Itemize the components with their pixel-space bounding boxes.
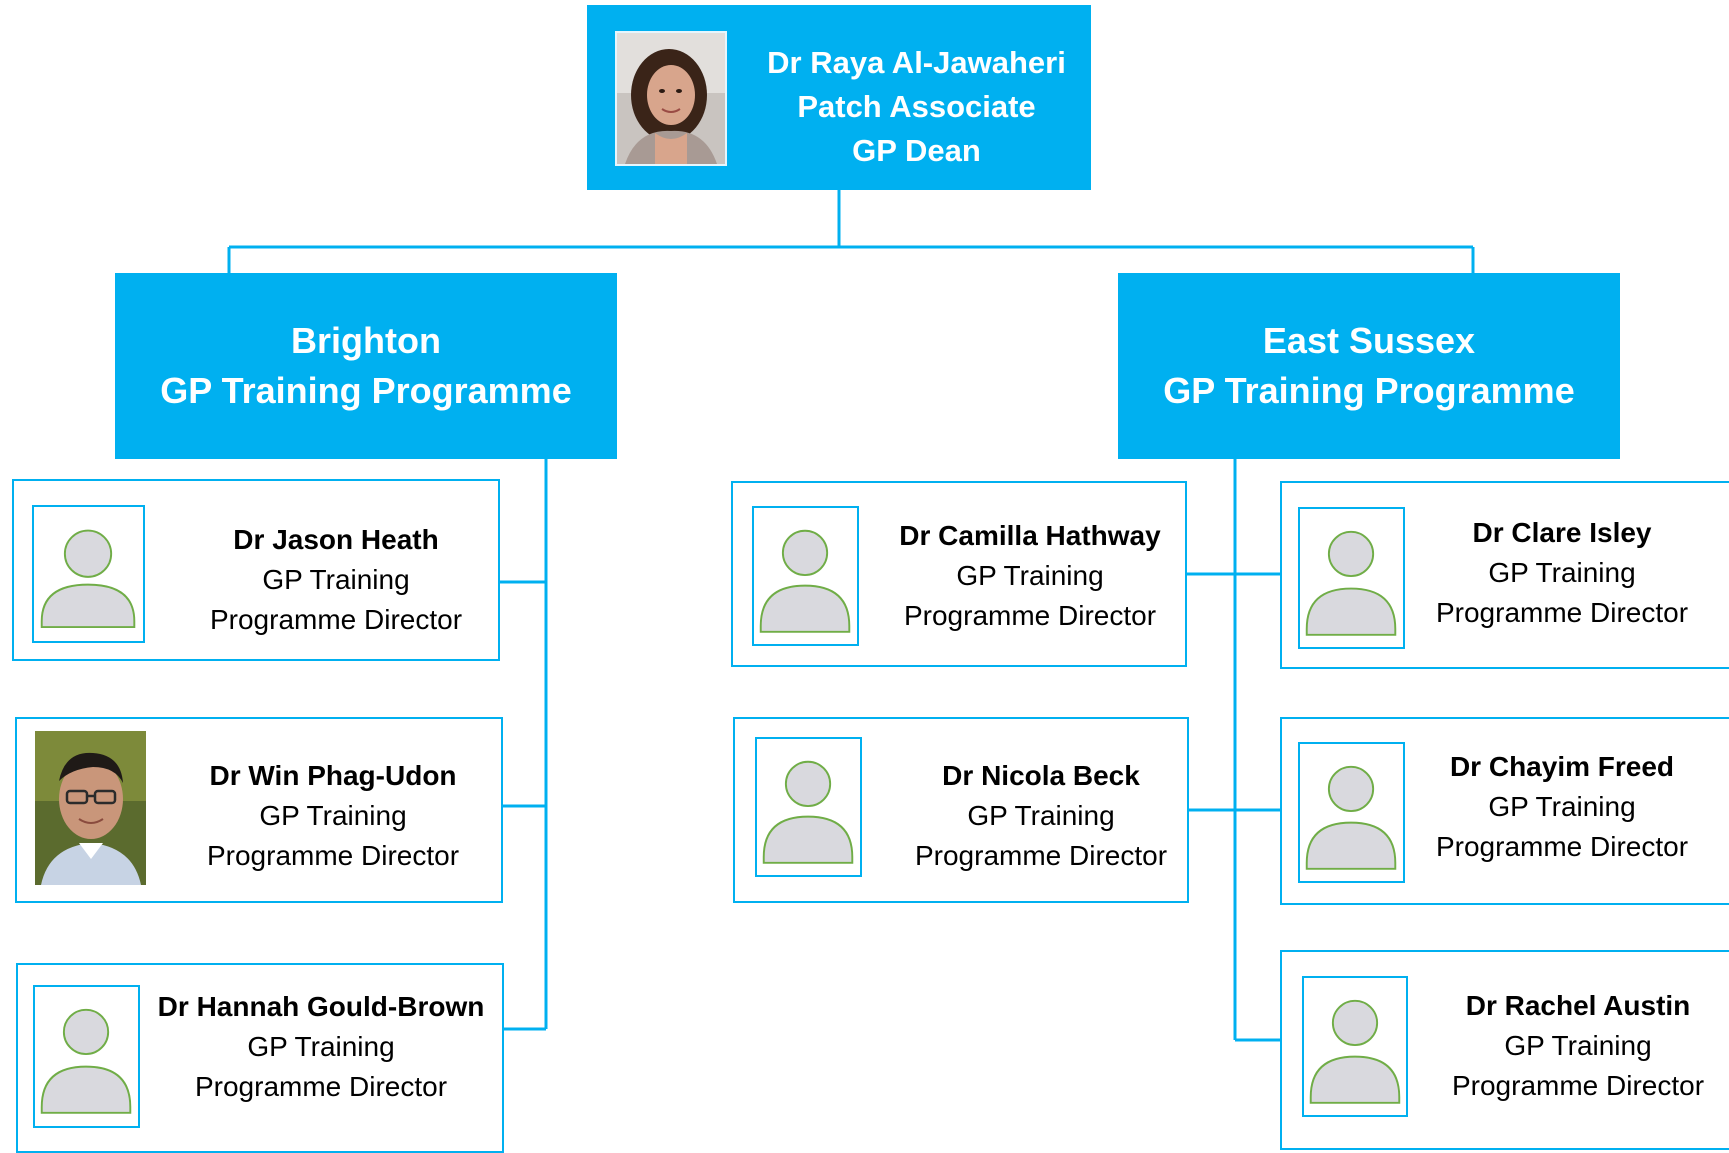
director-role-line2: Programme Director [206,840,460,871]
east-sussex-programme-subtitle: GP Training Programme [1163,370,1575,411]
director-role-line2: Programme Director [1435,597,1689,628]
director-role-line2: Programme Director [903,600,1157,631]
director-card-chayim-freed: Dr Chayim Freed GP Training Programme Di… [1280,717,1729,905]
director-card-camilla-hathway: Dr Camilla Hathway GP Training Programme… [731,481,1187,667]
director-card-clare-isley: Dr Clare Isley GP Training Programme Dir… [1280,481,1729,669]
director-role-line1: GP Training [1504,1030,1652,1061]
director-role-line2: Programme Director [209,604,463,635]
avatar-placeholder-icon [1302,976,1408,1117]
dean-role-line1: Patch Associate [797,89,1036,124]
director-role-line1: GP Training [259,800,407,831]
director-role-line2: Programme Director [914,840,1168,871]
director-role-line1: GP Training [1488,791,1636,822]
avatar-placeholder-icon [1298,742,1405,883]
director-role-line2: Programme Director [194,1071,448,1102]
director-name: Dr Chayim Freed [1449,751,1675,782]
avatar-placeholder-icon [755,737,862,877]
brighton-programme-subtitle: GP Training Programme [160,370,572,411]
director-info: Dr Win Phag-Udon GP Training Programme D… [177,756,489,876]
director-role-line2: Programme Director [1451,1070,1705,1101]
avatar-placeholder-icon [33,985,140,1128]
director-name: Dr Camilla Hathway [899,520,1161,551]
director-name: Dr Nicola Beck [942,760,1140,791]
director-name: Dr Rachel Austin [1465,990,1691,1021]
brighton-programme-title: Brighton [291,320,441,361]
east-sussex-programme-title: East Sussex [1262,320,1476,361]
director-info: Dr Nicola Beck GP Training Programme Dir… [901,756,1181,876]
director-card-nicola-beck: Dr Nicola Beck GP Training Programme Dir… [733,717,1189,903]
director-name: Dr Win Phag-Udon [209,760,457,791]
dean-role-line2: GP Dean [852,133,981,168]
dean-photo [615,31,727,166]
avatar-placeholder-icon [32,505,145,643]
director-info: Dr Chayim Freed GP Training Programme Di… [1412,747,1712,867]
director-name: Dr Jason Heath [233,524,439,555]
dean-text: Dr Raya Al-Jawaheri Patch Associate GP D… [742,41,1091,173]
director-info: Dr Clare Isley GP Training Programme Dir… [1412,513,1712,633]
dean-box: Dr Raya Al-Jawaheri Patch Associate GP D… [587,5,1091,190]
director-name: Dr Hannah Gould-Brown [157,991,485,1022]
director-card-jason-heath: Dr Jason Heath GP Training Programme Dir… [12,479,500,661]
director-role-line2: Programme Director [1435,831,1689,862]
director-role-line1: GP Training [956,560,1104,591]
avatar-placeholder-icon [752,506,859,646]
director-role-line1: GP Training [1488,557,1636,588]
director-info: Dr Rachel Austin GP Training Programme D… [1428,986,1728,1106]
director-card-rachel-austin: Dr Rachel Austin GP Training Programme D… [1280,950,1729,1150]
avatar-placeholder-icon [1298,507,1405,649]
brighton-programme-box: Brighton GP Training Programme [115,273,617,459]
director-card-hannah-gould-brown: Dr Hannah Gould-Brown GP Training Progra… [16,963,504,1153]
director-role-line1: GP Training [262,564,410,595]
director-role-line1: GP Training [247,1031,395,1062]
east-sussex-programme-box: East Sussex GP Training Programme [1118,273,1620,459]
director-info: Dr Camilla Hathway GP Training Programme… [883,516,1177,636]
director-info: Dr Jason Heath GP Training Programme Dir… [184,520,488,640]
director-role-line1: GP Training [967,800,1115,831]
dean-name: Dr Raya Al-Jawaheri [767,45,1066,80]
director-name: Dr Clare Isley [1472,517,1652,548]
director-photo [35,731,146,885]
director-info: Dr Hannah Gould-Brown GP Training Progra… [146,987,496,1107]
director-card-win-phag-udon: Dr Win Phag-Udon GP Training Programme D… [15,717,503,903]
